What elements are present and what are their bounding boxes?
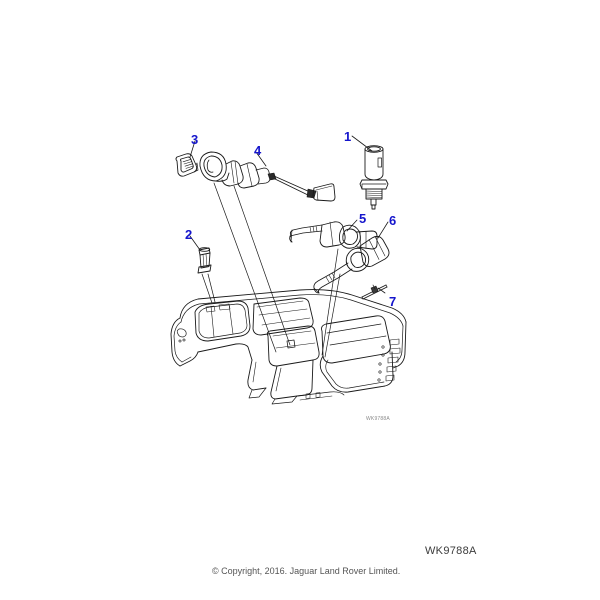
part-1-temperature-switch [351,135,389,210]
dashboard-fascia [170,289,407,405]
callout-number-7: 7 [389,294,397,309]
callout-number-6: 6 [389,213,397,228]
part-2-socket [189,235,216,304]
callout-number-4: 4 [254,143,262,158]
part-number-label: WK9788A [425,545,477,557]
callout-number-2: 2 [185,227,193,242]
copyright-notice: © Copyright, 2016. Jaguar Land Rover Lim… [212,566,401,576]
part-4-ignition-lock-assembly [199,151,336,349]
callout-number-1: 1 [344,129,352,144]
part-3-leader-line [213,182,277,353]
part-6-stalk-switch-lower [313,221,390,358]
part-3-ignition-bezel [175,140,199,177]
part-7-retaining-screw [361,284,388,300]
part-5-stalk-switch-upper [289,219,378,356]
callout-number-5: 5 [359,211,367,226]
callout-number-3: 3 [191,132,199,147]
diagram-watermark: WK9788A [366,416,390,422]
